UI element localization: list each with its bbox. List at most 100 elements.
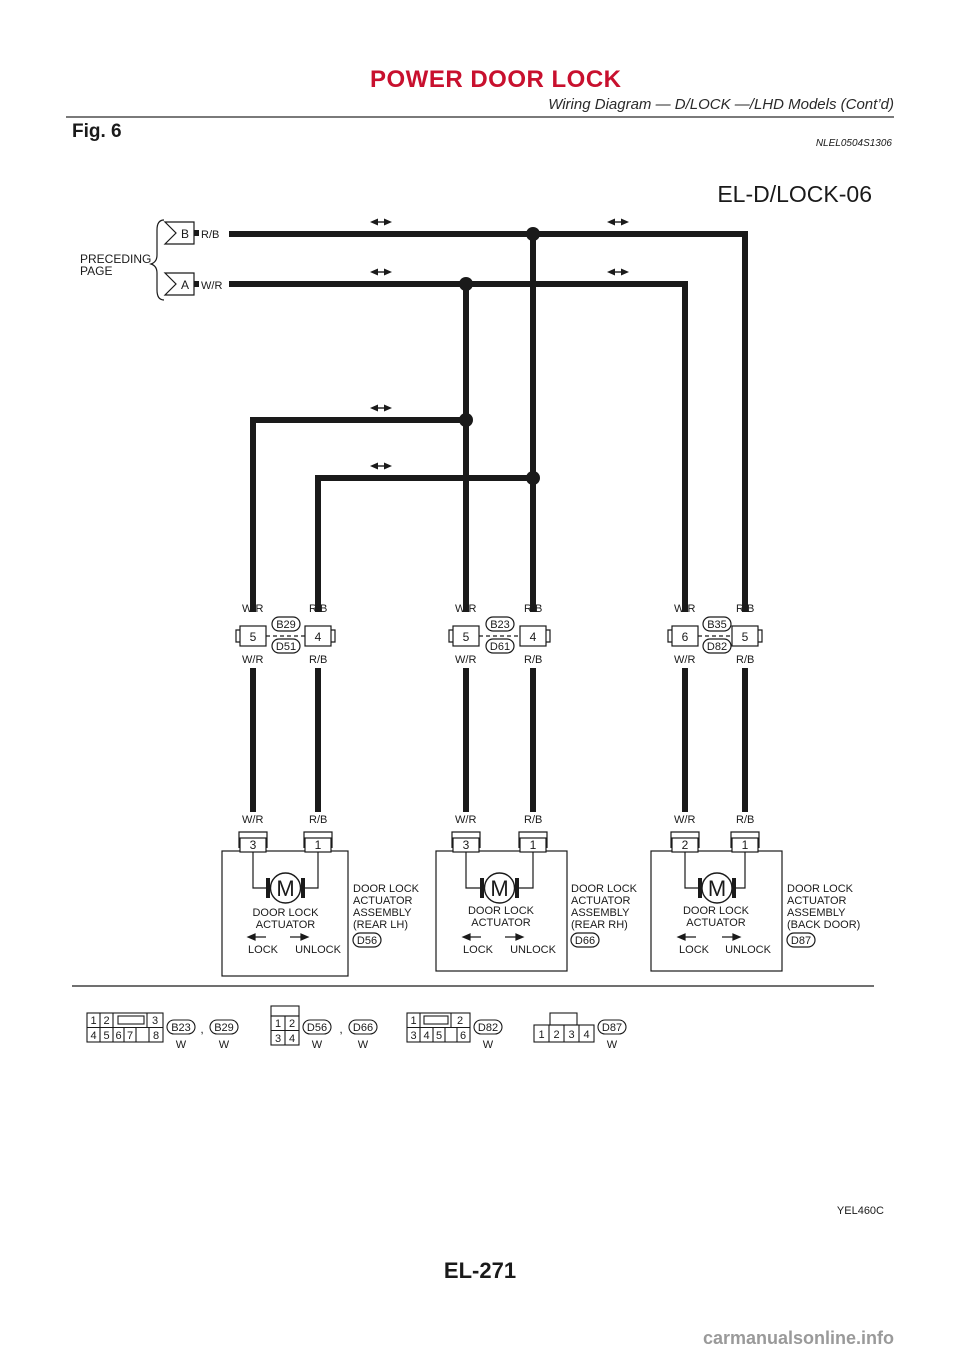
pin-number: 3 xyxy=(152,1015,158,1027)
data-line-arrow-icon xyxy=(369,461,393,471)
connector-code: B23 xyxy=(490,619,510,631)
actuator-back-door: W/R R/B 2 1 M DOOR LOCK ACTUATOR LOCK UN… xyxy=(650,814,860,972)
connector-color: W xyxy=(312,1039,323,1051)
actuator-name: ACTUATOR xyxy=(787,895,847,907)
connector-b29-d51: W/R R/B 5 4 B29 D51 W/R R/B xyxy=(235,603,336,666)
wire-color: R/B xyxy=(524,814,542,826)
wire-color: W/R xyxy=(242,814,263,826)
wire-color: R/B xyxy=(736,814,754,826)
data-line-arrow-icon xyxy=(369,267,393,277)
pin-number: 3 xyxy=(568,1029,574,1041)
unlock-label: UNLOCK xyxy=(295,944,342,956)
pin-number: 1 xyxy=(538,1029,544,1041)
splice-dot xyxy=(526,471,540,485)
actuator-name: ASSEMBLY xyxy=(787,907,846,919)
actuator-name: DOOR LOCK xyxy=(787,883,854,895)
actuator-inner-label: ACTUATOR xyxy=(471,917,531,929)
wire-color: R/B xyxy=(309,814,327,826)
pin-number: 3 xyxy=(250,838,257,852)
pin-number: 3 xyxy=(275,1033,281,1045)
lock-arrow-icon xyxy=(461,933,481,941)
page-subtitle: Wiring Diagram — D/LOCK —/LHD Models (Co… xyxy=(548,96,894,113)
pin-number: 1 xyxy=(530,838,537,852)
lock-label: LOCK xyxy=(248,944,279,956)
actuator-name: DOOR LOCK xyxy=(353,883,420,895)
lock-arrow-icon xyxy=(246,933,266,941)
wire-color-wr: W/R xyxy=(201,280,222,292)
legend-separator: , xyxy=(200,1022,203,1036)
lock-label: LOCK xyxy=(463,944,494,956)
pin-number: 3 xyxy=(410,1030,416,1042)
diagram-id: EL-D/LOCK-06 xyxy=(717,181,872,207)
actuator-name: ASSEMBLY xyxy=(353,907,412,919)
image-code: YEL460C xyxy=(837,1205,884,1217)
motor-icon xyxy=(483,872,516,904)
actuator-code: D66 xyxy=(575,935,595,947)
connector-code: D66 xyxy=(353,1022,373,1034)
pin-number: 1 xyxy=(742,838,749,852)
legend-separator: , xyxy=(339,1022,342,1036)
actuator-name: DOOR LOCK xyxy=(571,883,638,895)
wire-color: W/R xyxy=(455,654,476,666)
connector-code: D51 xyxy=(276,641,296,653)
unlock-label: UNLOCK xyxy=(510,944,557,956)
connector-code: D61 xyxy=(490,641,510,653)
actuator-rear-lh: W/R R/B 3 1 M DOOR LOCK ACTUATOR LOCK UN… xyxy=(221,814,420,977)
figure-label: Fig. 6 xyxy=(72,121,122,142)
pin-number: 5 xyxy=(742,630,749,644)
data-line-arrow-icon xyxy=(606,217,630,227)
motor-symbol: M xyxy=(708,876,726,901)
wire-color: R/B xyxy=(309,654,327,666)
splice-dot xyxy=(459,277,473,291)
actuator-inner-label: ACTUATOR xyxy=(256,919,316,931)
splice-dot xyxy=(526,227,540,241)
preceding-connector-a-label: A xyxy=(181,278,189,292)
actuator-inner-label: DOOR LOCK xyxy=(252,907,319,919)
connector-code: D82 xyxy=(478,1022,498,1034)
actuator-name: (REAR RH) xyxy=(571,919,628,931)
pin-number: 5 xyxy=(463,630,470,644)
pin-number: 2 xyxy=(553,1029,559,1041)
wire-color: R/B xyxy=(736,603,754,615)
pin-number: 6 xyxy=(682,630,689,644)
pin-number: 6 xyxy=(115,1030,121,1042)
wire-color: W/R xyxy=(674,603,695,615)
pin-number: 4 xyxy=(583,1029,589,1041)
lock-label: LOCK xyxy=(679,944,710,956)
actuator-name: (BACK DOOR) xyxy=(787,919,860,931)
data-line-arrow-icon xyxy=(369,403,393,413)
pin-number: 5 xyxy=(436,1030,442,1042)
actuator-name: ACTUATOR xyxy=(571,895,631,907)
connector-code: B35 xyxy=(707,619,727,631)
terminal-b xyxy=(194,230,199,236)
actuator-name: (REAR LH) xyxy=(353,919,408,931)
unlock-label: UNLOCK xyxy=(725,944,772,956)
wire-color: W/R xyxy=(242,603,263,615)
connector-code: D87 xyxy=(602,1022,622,1034)
connector-face-d82 xyxy=(406,1012,471,1043)
pin-number: 4 xyxy=(530,630,537,644)
actuator-rear-rh: W/R R/B 3 1 M DOOR LOCK ACTUATOR LOCK UN… xyxy=(435,814,638,972)
connector-color: W xyxy=(176,1039,187,1051)
pin-number: 3 xyxy=(463,838,470,852)
pin-number: 5 xyxy=(250,630,257,644)
pin-number: 7 xyxy=(127,1030,133,1042)
pin-number: 2 xyxy=(457,1015,463,1027)
connector-code: D56 xyxy=(307,1022,327,1034)
preceding-label: PRECEDING xyxy=(80,252,151,266)
unlock-arrow-icon xyxy=(722,933,742,941)
actuator-code: D56 xyxy=(357,935,377,947)
page-number: EL-271 xyxy=(443,1258,517,1283)
pin-number: 1 xyxy=(275,1018,281,1030)
wire-color: W/R xyxy=(674,654,695,666)
wire-color: R/B xyxy=(736,654,754,666)
preceding-connector-b-label: B xyxy=(181,227,189,241)
reference-code: NLEL0504S1306 xyxy=(815,138,892,149)
wire-color: W/R xyxy=(242,654,263,666)
actuator-name: ACTUATOR xyxy=(353,895,413,907)
connector-b23-d61: W/R R/B 5 4 B23 D61 W/R R/B xyxy=(448,603,551,666)
pin-number: 2 xyxy=(103,1015,109,1027)
connector-code: D82 xyxy=(707,641,727,653)
data-line-arrow-icon xyxy=(606,267,630,277)
